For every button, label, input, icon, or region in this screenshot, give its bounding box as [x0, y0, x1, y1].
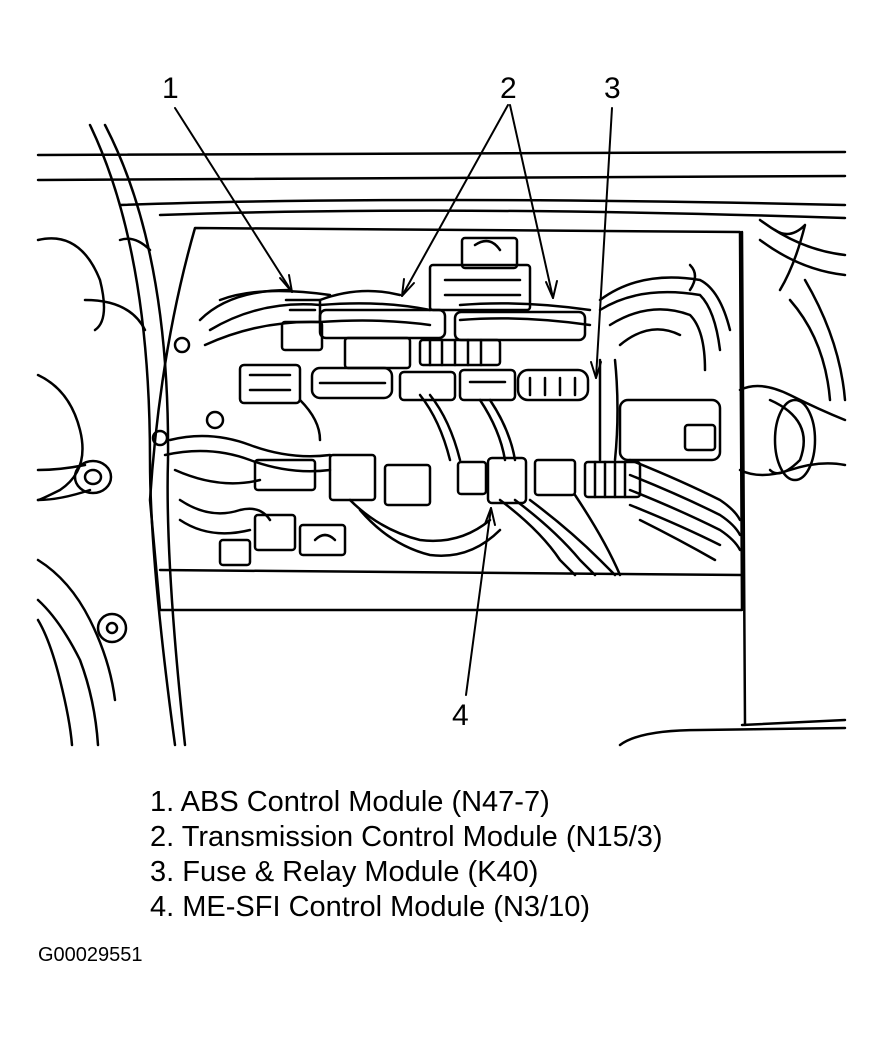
- middle-connectors: [238, 363, 590, 405]
- legend-item-transmission-control-module: 2. Transmission Control Module (N15/3): [150, 821, 663, 853]
- cowl-panel: [36, 150, 847, 220]
- callout-3: 3: [604, 72, 621, 105]
- component-legend: 1. ABS Control Module (N47-7) 2. Transmi…: [150, 785, 663, 925]
- engine-compartment-illustration: 1 2 3 4: [36, 72, 847, 747]
- right-harness: [738, 218, 847, 482]
- module-box: [148, 226, 847, 747]
- legend-item-fuse-relay-module: 3. Fuse & Relay Module (K40): [150, 856, 539, 888]
- transmission-control-module: [318, 236, 587, 370]
- me-sfi-control-module: [218, 453, 577, 567]
- left-hoses: [36, 123, 187, 747]
- abs-control-module: [280, 298, 324, 352]
- callout-1: 1: [162, 72, 179, 105]
- upper-wiring: [198, 263, 732, 372]
- legend-item-abs-control-module: 1. ABS Control Module (N47-7): [150, 786, 550, 818]
- leader-lines: [174, 104, 613, 696]
- lower-wiring: [151, 336, 742, 577]
- figure-id: G00029551: [38, 944, 143, 966]
- callout-4: 4: [452, 699, 469, 732]
- legend-item-me-sfi-control-module: 4. ME-SFI Control Module (N3/10): [150, 891, 590, 923]
- callout-2: 2: [500, 72, 517, 105]
- fuse-relay-module: [583, 358, 722, 499]
